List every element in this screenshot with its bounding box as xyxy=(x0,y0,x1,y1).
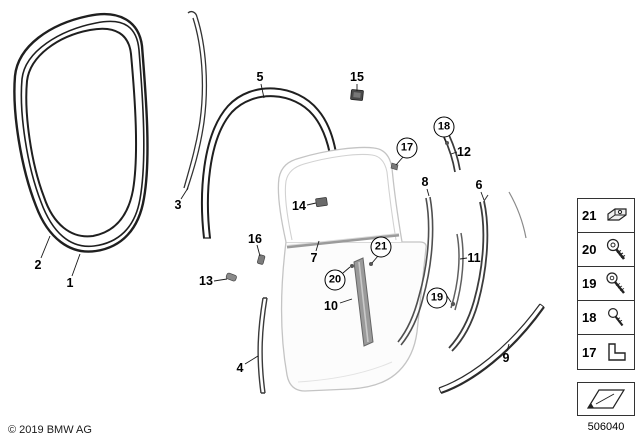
clip-19-marker xyxy=(450,301,456,307)
small-screw-icon xyxy=(607,307,624,326)
torx-screw-icon xyxy=(606,271,625,294)
trim-strip-detail xyxy=(508,191,527,239)
cage-nut-icon xyxy=(607,207,627,221)
callout-2: 2 xyxy=(34,257,42,272)
callout-19: 19 xyxy=(426,287,448,309)
legend-number: 18 xyxy=(582,310,597,325)
callout-4: 4 xyxy=(236,360,244,375)
clip-20-marker xyxy=(350,264,354,268)
cover-cap xyxy=(350,89,364,101)
legend-item-20: 20 xyxy=(578,233,634,267)
legend-item-17: 17 xyxy=(578,335,634,369)
sill-strip xyxy=(438,303,545,395)
callout-9: 9 xyxy=(502,350,510,365)
callout-18: 18 xyxy=(433,116,455,138)
callout-13: 13 xyxy=(199,273,213,288)
frame-cap xyxy=(315,197,328,208)
callout-11: 11 xyxy=(467,250,481,265)
leader-lines xyxy=(40,83,510,365)
mounting-bracket-icon xyxy=(608,343,626,361)
legend-item-18: 18 xyxy=(578,301,634,335)
legend-number: 20 xyxy=(582,242,597,257)
callout-14: 14 xyxy=(292,198,306,213)
window-frame-seal-6 xyxy=(448,194,489,352)
callout-20: 20 xyxy=(324,269,346,291)
window-guide-strip xyxy=(183,10,208,191)
screw-washer-icon xyxy=(606,238,626,260)
callout-16: 16 xyxy=(248,231,262,246)
legend-item-21: 21 xyxy=(578,199,634,233)
window-frame-seal-8 xyxy=(397,196,434,346)
callout-21: 21 xyxy=(370,236,392,258)
callout-10: 10 xyxy=(324,298,338,313)
door-panel xyxy=(277,146,427,392)
diagram-number: 506040 xyxy=(587,421,625,433)
callout-6: 6 xyxy=(475,177,483,192)
callout-1: 1 xyxy=(66,275,74,290)
callout-7: 7 xyxy=(310,250,318,265)
copyright-text: © 2019 BMW AG xyxy=(8,424,92,436)
door-opening-seals xyxy=(13,12,149,253)
callout-17: 17 xyxy=(396,137,418,159)
film-sheet-box xyxy=(577,382,635,416)
legend-number: 21 xyxy=(582,208,597,223)
legend-number: 19 xyxy=(582,276,597,291)
callout-5: 5 xyxy=(256,69,264,84)
door-edge-strip xyxy=(257,297,268,394)
callout-3: 3 xyxy=(174,197,182,212)
guide-rail-11 xyxy=(450,232,464,311)
callout-8: 8 xyxy=(421,174,429,189)
clip-16 xyxy=(257,254,266,265)
legend-item-19: 19 xyxy=(578,267,634,301)
b-pillar-finisher xyxy=(353,257,374,347)
fasteners-legend: 21 20 19 xyxy=(577,198,635,370)
clip-13 xyxy=(225,272,237,282)
callout-15: 15 xyxy=(350,69,364,84)
film-sheet-icon xyxy=(586,389,626,409)
callout-12: 12 xyxy=(457,144,471,159)
legend-number: 17 xyxy=(582,344,597,360)
